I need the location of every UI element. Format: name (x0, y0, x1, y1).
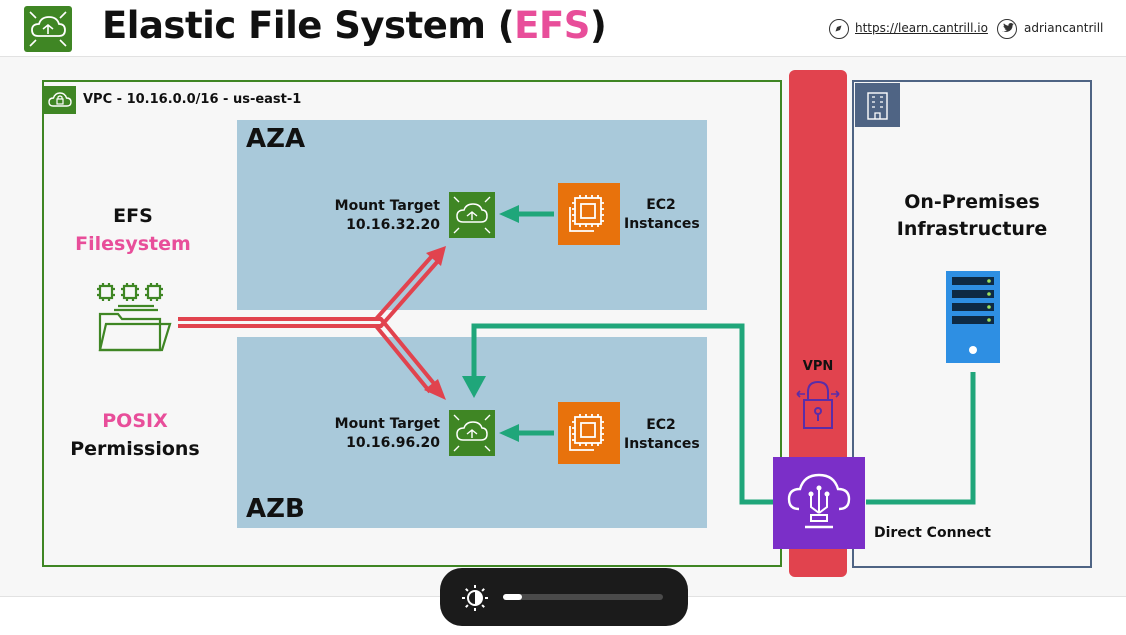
vpn-label: VPN (802, 359, 834, 374)
server-icon (946, 271, 1000, 363)
building-icon (855, 83, 900, 127)
lock-cloud-icon (44, 86, 76, 114)
on-premises-label: On-Premises Infrastructure (896, 191, 1048, 240)
mount-target-a-icon (449, 192, 495, 238)
vpc-label: VPC - 10.16.0.0/16 - us-east-1 (83, 92, 302, 107)
title-accent: EFS (514, 4, 590, 47)
brightness-slider-fill (503, 594, 522, 600)
padlock-icon (795, 378, 841, 432)
dc-to-mount-b-line (471, 323, 773, 505)
brightness-slider-track[interactable] (503, 594, 663, 600)
course-link[interactable]: https://learn.cantrill.io (855, 21, 988, 35)
posix-permissions-label: POSIX Permissions (70, 410, 200, 460)
direct-connect-icon (773, 457, 865, 549)
twitter-handle[interactable]: adriancantrill (1024, 21, 1104, 35)
ec2-b-icon (558, 402, 620, 464)
mount-target-a-label: Mount Target 10.16.32.20 (334, 198, 440, 233)
twitter-icon (997, 19, 1017, 39)
brightness-icon[interactable] (460, 583, 490, 613)
folder-chip-icon (94, 280, 174, 354)
page-title: Elastic File System (EFS) (102, 4, 607, 47)
ec2-a-label: EC2 Instances (624, 197, 700, 232)
az-a-label: AZA (246, 124, 306, 154)
efs-filesystem-label: EFS Filesystem (75, 205, 191, 255)
dc-to-server-line (866, 372, 976, 505)
mount-target-b-label: Mount Target 10.16.96.20 (334, 416, 440, 451)
mount-target-b-icon (449, 410, 495, 456)
ec2-a-icon (558, 183, 620, 245)
header-bar (0, 0, 1126, 57)
efs-mount-links (178, 254, 440, 394)
ec2-b-label: EC2 Instances (624, 417, 700, 452)
direct-connect-label: Direct Connect (874, 525, 991, 541)
efs-service-icon (24, 6, 72, 52)
compass-icon (829, 19, 849, 39)
az-b-label: AZB (246, 494, 305, 524)
